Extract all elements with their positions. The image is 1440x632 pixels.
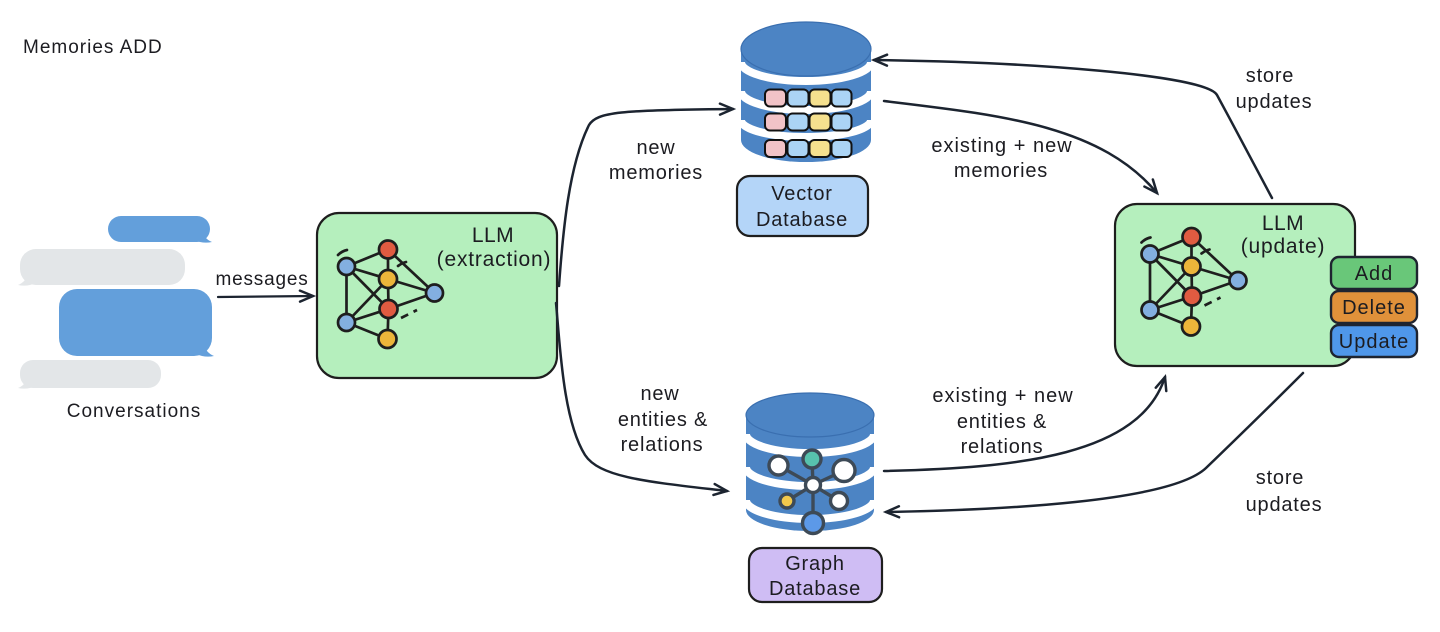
svg-text:Vector: Vector bbox=[771, 183, 833, 205]
svg-text:memories: memories bbox=[609, 162, 703, 184]
svg-text:existing + new: existing + new bbox=[931, 135, 1072, 157]
svg-text:Database: Database bbox=[769, 578, 861, 600]
svg-text:(update): (update) bbox=[1241, 235, 1326, 258]
svg-text:Graph: Graph bbox=[785, 553, 845, 575]
svg-text:Delete: Delete bbox=[1342, 297, 1406, 319]
svg-text:updates: updates bbox=[1246, 494, 1323, 516]
svg-text:entities &: entities & bbox=[957, 411, 1047, 433]
svg-text:entities &: entities & bbox=[618, 409, 708, 431]
svg-text:messages: messages bbox=[216, 269, 309, 290]
svg-text:LLM: LLM bbox=[1262, 212, 1304, 235]
svg-text:memories: memories bbox=[954, 160, 1048, 182]
svg-text:Add: Add bbox=[1355, 263, 1394, 285]
svg-text:existing + new: existing + new bbox=[932, 385, 1073, 407]
svg-text:new: new bbox=[640, 383, 679, 405]
svg-text:Update: Update bbox=[1339, 331, 1410, 353]
svg-text:(extraction): (extraction) bbox=[437, 248, 552, 271]
svg-text:updates: updates bbox=[1236, 91, 1313, 113]
svg-text:store: store bbox=[1246, 65, 1294, 87]
svg-text:new: new bbox=[636, 137, 675, 159]
svg-text:relations: relations bbox=[961, 436, 1044, 458]
svg-text:relations: relations bbox=[621, 434, 704, 456]
svg-text:Database: Database bbox=[756, 209, 848, 231]
svg-text:Conversations: Conversations bbox=[67, 401, 201, 422]
svg-text:store: store bbox=[1256, 467, 1304, 489]
svg-text:Memories ADD: Memories ADD bbox=[23, 37, 163, 58]
svg-text:LLM: LLM bbox=[472, 224, 514, 247]
